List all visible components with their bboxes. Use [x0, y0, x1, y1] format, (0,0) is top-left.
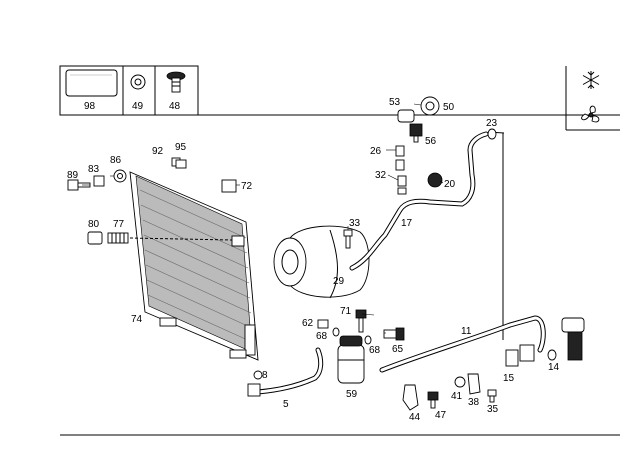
- fitting-32: [397, 175, 407, 187]
- fitting-80: [87, 231, 103, 245]
- callout-29: 29: [333, 276, 345, 287]
- callout-89: 89: [67, 170, 79, 181]
- part-label-98: 98: [84, 101, 96, 112]
- callout-74: 74: [131, 314, 143, 325]
- callout-68-left: 68: [316, 331, 328, 342]
- washer-icon: [130, 74, 146, 90]
- bolt-47: [427, 391, 439, 409]
- callout-68-right: 68: [369, 345, 381, 356]
- header-box-98: 98: [59, 65, 124, 116]
- part-label-49: 49: [132, 101, 144, 112]
- screw-35: [487, 389, 497, 403]
- callout-5: 5: [283, 399, 289, 410]
- bracket-38: [467, 373, 481, 395]
- callout-65: 65: [392, 344, 404, 355]
- category-box: [565, 66, 620, 131]
- sticker-label-icon: [65, 69, 118, 97]
- snowflake-icon: [582, 71, 600, 89]
- bracket-72: [221, 179, 237, 193]
- callout-41: 41: [451, 391, 463, 402]
- callout-56: 56: [425, 136, 437, 147]
- callout-44: 44: [409, 412, 421, 423]
- callout-8: 8: [262, 370, 268, 381]
- callout-20: 20: [444, 179, 456, 190]
- callout-35: 35: [487, 404, 499, 415]
- callout-17: 17: [401, 218, 413, 229]
- cap-50: [420, 96, 440, 116]
- callout-83: 83: [88, 164, 100, 175]
- callout-77: 77: [113, 219, 125, 230]
- switch-65: [383, 327, 405, 341]
- callout-53: 53: [389, 97, 401, 108]
- callout-80: 80: [88, 219, 100, 230]
- callout-14: 14: [548, 362, 560, 373]
- fitting-26: [395, 145, 405, 157]
- callout-33: 33: [349, 218, 361, 229]
- callout-32: 32: [375, 170, 387, 181]
- leader-lines: [82, 103, 444, 334]
- callout-26: 26: [370, 146, 382, 157]
- callout-23: 23: [486, 118, 498, 129]
- valve-56: [409, 123, 423, 143]
- callout-15: 15: [503, 373, 515, 384]
- compressor: [273, 225, 370, 299]
- clip-icon: [166, 71, 186, 93]
- callout-47: 47: [435, 410, 447, 421]
- valve-53: [397, 109, 415, 123]
- ring-23: [487, 128, 497, 140]
- callout-92: 92: [152, 146, 164, 157]
- receiver-drier-59: [337, 335, 365, 384]
- callout-62: 62: [302, 318, 314, 329]
- bolt-71: [355, 309, 367, 333]
- callout-71: 71: [340, 306, 352, 317]
- fan-icon: [581, 105, 600, 123]
- clip-41: [454, 376, 466, 388]
- fitting-62: [317, 319, 329, 329]
- header-box-48: 48: [154, 65, 199, 116]
- clip-95: [175, 159, 187, 169]
- header-box-49: 49: [122, 65, 156, 116]
- callout-11: 11: [461, 326, 472, 337]
- bracket-44: [402, 384, 419, 411]
- callout-95: 95: [175, 142, 187, 153]
- nut-20: [427, 172, 443, 188]
- condenser-fitting: [231, 235, 245, 247]
- part-label-48: 48: [169, 101, 181, 112]
- ring-8: [253, 370, 263, 380]
- callout-59: 59: [346, 389, 358, 400]
- callout-38: 38: [468, 397, 480, 408]
- callout-86: 86: [110, 155, 122, 166]
- callout-50: 50: [443, 102, 455, 113]
- condenser: [129, 171, 259, 361]
- fitting-15: [505, 349, 519, 367]
- grommet-86: [113, 169, 127, 183]
- nut-83: [93, 175, 105, 187]
- expansion-valve-14: [561, 317, 585, 361]
- fitting-77: [107, 232, 129, 244]
- callout-72: 72: [241, 181, 253, 192]
